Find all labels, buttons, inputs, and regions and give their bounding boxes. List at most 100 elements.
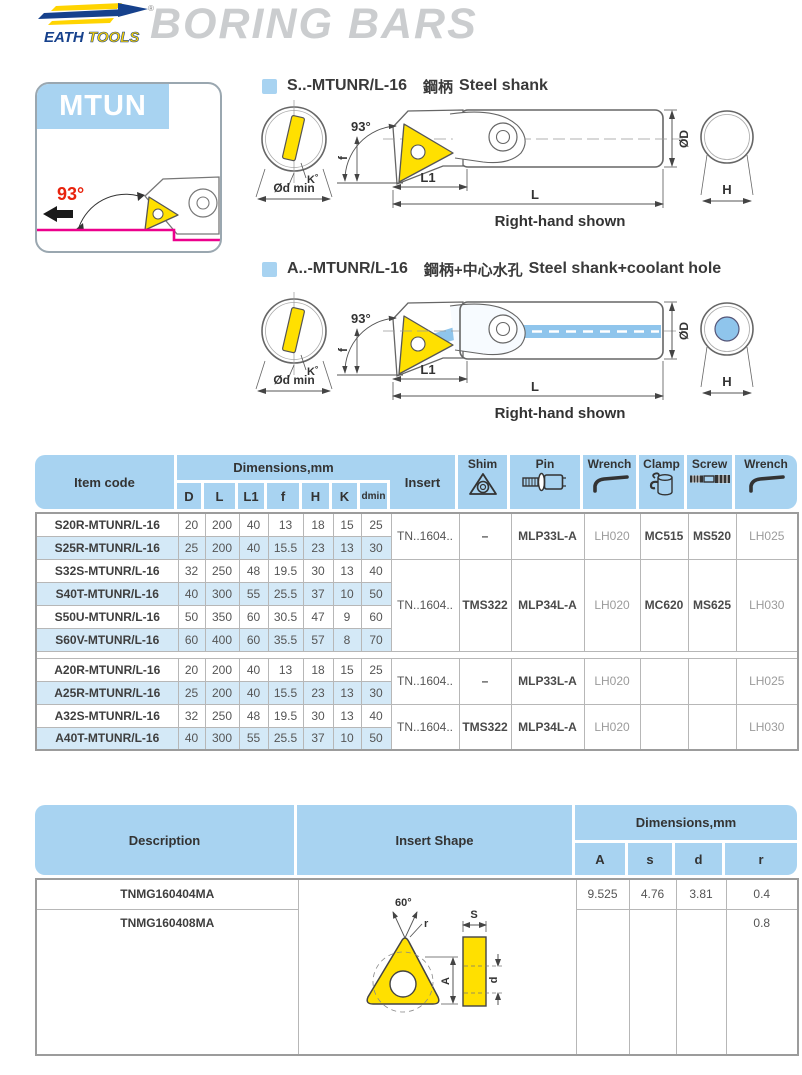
section-en-label: Steel shank+coolant hole bbox=[528, 260, 722, 277]
caption-right-hand-shown: Right-hand shown bbox=[494, 213, 626, 230]
dim-label-f: f bbox=[336, 347, 350, 352]
clamp-screw-icon bbox=[488, 314, 518, 344]
header-dim-h: H bbox=[302, 483, 332, 509]
header-clamp: Clamp bbox=[639, 455, 687, 509]
dimension-cell: 13 bbox=[332, 558, 362, 583]
item-code-cell: A25R-MTUNR/L-16 bbox=[35, 680, 179, 705]
shape-d-label: d bbox=[488, 977, 500, 984]
header-dimensions: Dimensions,mm bbox=[575, 805, 797, 843]
header-dim-d: d bbox=[675, 843, 725, 875]
dimension-cell: 10 bbox=[332, 581, 362, 606]
table-row: TNMG160404MA bbox=[35, 878, 799, 1056]
header-dim-k: K bbox=[332, 483, 360, 509]
dimension-cell: 40 bbox=[360, 703, 392, 728]
insert-side-view bbox=[462, 936, 487, 1007]
dim-label-l: L bbox=[531, 187, 539, 202]
dimension-cell: 9 bbox=[332, 604, 362, 629]
dim-label-angle: 93° bbox=[351, 119, 371, 134]
dim-a-cell: 9.525 bbox=[575, 878, 630, 910]
dim-d-cell: 3.81 bbox=[675, 878, 727, 910]
mtun-badge: MTUN bbox=[37, 84, 169, 129]
item-code-cell: S40T-MTUNR/L-16 bbox=[35, 581, 179, 606]
dimension-cell: 350 bbox=[204, 604, 240, 629]
dimension-cell: 15.5 bbox=[267, 680, 304, 705]
dimension-cell: 55 bbox=[238, 581, 269, 606]
dimension-cell: 40 bbox=[360, 558, 392, 583]
dimension-cell: 23 bbox=[302, 680, 334, 705]
dimension-cell: 13 bbox=[267, 512, 304, 537]
insert-shape-cell: 60° r A bbox=[297, 878, 577, 1056]
dimension-cell: 25 bbox=[177, 680, 206, 705]
mtun-badge-label: MTUN bbox=[59, 90, 147, 122]
wrench-2-cell: LH030 bbox=[735, 703, 799, 751]
workpiece-line bbox=[37, 228, 220, 242]
dim-a-cell bbox=[575, 908, 630, 1056]
clamp-cell bbox=[639, 703, 689, 751]
dimension-cell: 200 bbox=[204, 535, 240, 560]
dim-label-f: f bbox=[336, 155, 350, 160]
dim-r-cell: 0.8 bbox=[725, 908, 799, 1056]
section-zh-label: 鋼柄 bbox=[423, 78, 454, 96]
bar-body bbox=[459, 301, 664, 360]
header-dim-a: A bbox=[575, 843, 628, 875]
shape-s-label: S bbox=[470, 909, 477, 921]
shim-cell: – bbox=[458, 512, 512, 560]
table-row: TNMG160408MA 0.8 bbox=[35, 908, 799, 1056]
pin-cell: MLP34L-A bbox=[510, 558, 585, 652]
dimension-cell: 30 bbox=[360, 680, 392, 705]
dimension-cell: 200 bbox=[204, 512, 240, 537]
brand-name-tools: TOOLS bbox=[88, 29, 139, 46]
dimension-cell: 19.5 bbox=[267, 558, 304, 583]
dimension-cell: 32 bbox=[177, 703, 206, 728]
dim-label-k: K˚ bbox=[307, 366, 319, 378]
page-title: BORING BARS bbox=[150, 0, 478, 48]
eath-tools-logo-icon: ® EATH TOOLS bbox=[38, 3, 154, 46]
dimension-cell: 32 bbox=[177, 558, 206, 583]
clamp-cell: MC620 bbox=[639, 558, 689, 652]
dim-label-h: H bbox=[722, 182, 731, 197]
clamp-screw-icon bbox=[488, 122, 518, 152]
dimension-cell: 60 bbox=[238, 627, 269, 652]
dimension-cell: 15 bbox=[332, 512, 362, 537]
clamp-cell bbox=[639, 657, 689, 705]
dim-label-l: L bbox=[531, 379, 539, 394]
dimension-cell: 30 bbox=[302, 558, 334, 583]
section-code: S..-MTUNR/L-16 bbox=[287, 77, 407, 94]
item-code-cell: S50U-MTUNR/L-16 bbox=[35, 604, 179, 629]
header-description: Description bbox=[35, 805, 297, 875]
insert-hole bbox=[389, 970, 417, 998]
header-screw: Screw bbox=[687, 455, 735, 509]
item-code-cell: S25R-MTUNR/L-16 bbox=[35, 535, 179, 560]
header-insert-shape: Insert Shape bbox=[297, 805, 575, 875]
header-dim-f: f bbox=[267, 483, 302, 509]
screw-icon bbox=[689, 474, 730, 484]
header-wrench-2: Wrench bbox=[735, 455, 797, 509]
item-code-cell: S60V-MTUNR/L-16 bbox=[35, 627, 179, 652]
dimension-cell: 20 bbox=[177, 657, 206, 682]
dimension-cell: 50 bbox=[360, 581, 392, 606]
dimension-cell: 300 bbox=[204, 581, 240, 606]
screw-cell: MS625 bbox=[687, 558, 737, 652]
main-table: Item code Dimensions,mm D L L1 f H K dmi… bbox=[35, 455, 799, 751]
caption-right-hand-shown: Right-hand shown bbox=[494, 405, 626, 422]
dim-label-od: ØD bbox=[677, 130, 691, 148]
insert-cell: TN..1604.. bbox=[390, 558, 460, 652]
insert-cell: TN..1604.. bbox=[390, 512, 460, 560]
dimension-cell: 40 bbox=[177, 581, 206, 606]
angle-arc bbox=[78, 193, 140, 228]
dim-label-l1: L1 bbox=[420, 362, 435, 377]
dimension-cell: 25 bbox=[360, 512, 392, 537]
brand-name-eath: EATH bbox=[44, 29, 85, 46]
dimension-cell: 30.5 bbox=[267, 604, 304, 629]
dimension-cell: 30 bbox=[360, 535, 392, 560]
dim-label-h: H bbox=[722, 374, 731, 389]
shape-a-label: A bbox=[440, 977, 452, 985]
wrench-2-cell: LH025 bbox=[735, 657, 799, 705]
dim-label-k: K˚ bbox=[307, 174, 319, 186]
screw-cell bbox=[687, 657, 737, 705]
header-item-code: Item code bbox=[35, 455, 177, 509]
section-code: A..-MTUNR/L-16 bbox=[287, 260, 408, 277]
